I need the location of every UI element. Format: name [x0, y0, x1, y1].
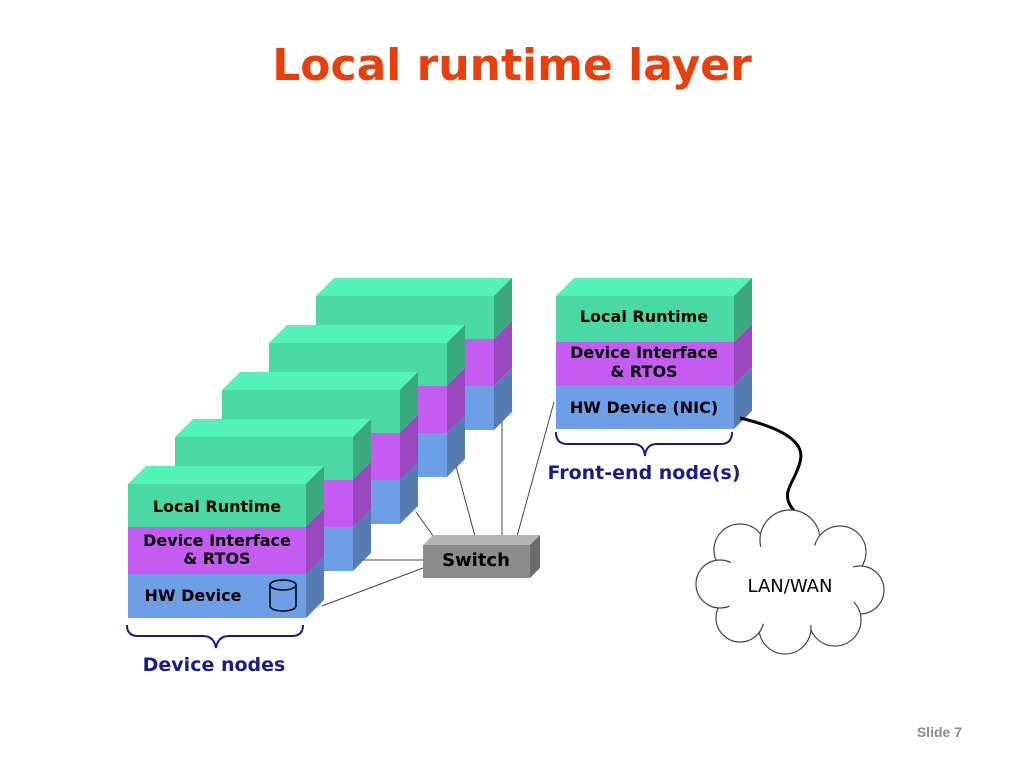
device-node-2-runtime-layer-side — [447, 325, 465, 386]
frontend-block-interface-layer-side — [734, 324, 752, 385]
device-node-stack — [128, 278, 512, 618]
device-node-5-hardware-layer-side — [306, 556, 324, 618]
device-node-3-interface-layer-side — [400, 415, 418, 480]
frontend-block-runtime-layer — [556, 296, 734, 342]
frontend-block-runtime-layer-side — [734, 278, 752, 342]
device-node-5-interface-layer — [128, 527, 306, 574]
device-node-4-interface-layer-side — [353, 462, 371, 527]
frontend-node — [556, 278, 752, 429]
device-node-5-runtime-layer-side — [306, 466, 324, 527]
link-line — [321, 567, 424, 607]
frontend-interface-label-line2: & RTOS — [610, 362, 677, 381]
device-node-1-runtime-layer-side — [494, 278, 512, 339]
device-node-4-hardware-layer-side — [353, 509, 371, 571]
slide-number: Slide 7 — [917, 724, 962, 740]
device-nodes-brace — [126, 624, 304, 649]
device-node-5-runtime-layer — [128, 484, 306, 527]
frontend-block-top-face — [556, 278, 752, 296]
link-line — [515, 401, 555, 541]
switch-label: Switch — [442, 550, 510, 571]
frontend-hardware-label: HW Device (NIC) — [570, 398, 718, 417]
device-node-2-hardware-layer-side — [447, 415, 465, 477]
slide-title: Local runtime layer — [272, 40, 752, 91]
frontend-nodes-brace — [555, 431, 733, 457]
device-node-4-top-face — [175, 419, 371, 437]
device-hardware-label: HW Device — [145, 586, 242, 605]
device-node-3-top-face — [222, 372, 418, 390]
storage-cylinder-icon — [269, 579, 297, 612]
device-node-5-top-face — [128, 466, 324, 484]
frontend-interface-label-line1: Device Interface — [570, 343, 718, 362]
frontend-block-hardware-layer — [556, 385, 734, 429]
device-node-5-interface-layer-side — [306, 509, 324, 574]
device-node-4-runtime-layer-side — [353, 419, 371, 480]
device-runtime-label: Local Runtime — [153, 497, 281, 516]
device-node-2-interface-layer-side — [447, 368, 465, 433]
link-line — [455, 465, 477, 541]
slide-number-value: 7 — [954, 724, 962, 740]
device-node-5-hardware-layer — [128, 574, 306, 618]
device-node-1-hardware-layer-side — [494, 368, 512, 430]
device-node-3-hardware-layer-side — [400, 462, 418, 524]
device-nodes-caption: Device nodes — [143, 654, 286, 676]
device-node-2-top-face — [269, 325, 465, 343]
slide-number-prefix: Slide — [916, 724, 951, 740]
device-node-3-runtime-layer-side — [400, 372, 418, 433]
frontend-nodes-caption: Front-end node(s) — [547, 462, 740, 484]
frontend-block-hardware-layer-side — [734, 367, 752, 429]
device-interface-label-line2: & RTOS — [183, 549, 250, 568]
frontend-runtime-label: Local Runtime — [580, 307, 708, 326]
link-line — [415, 511, 437, 541]
switch-box — [423, 535, 540, 578]
device-node-1-top-face — [316, 278, 512, 296]
network-cloud — [695, 509, 885, 655]
frontend-block-interface-layer — [556, 342, 734, 385]
network-label: LAN/WAN — [748, 576, 833, 597]
device-interface-label-line1: Device Interface — [143, 531, 291, 550]
device-node-1-interface-layer-side — [494, 321, 512, 386]
